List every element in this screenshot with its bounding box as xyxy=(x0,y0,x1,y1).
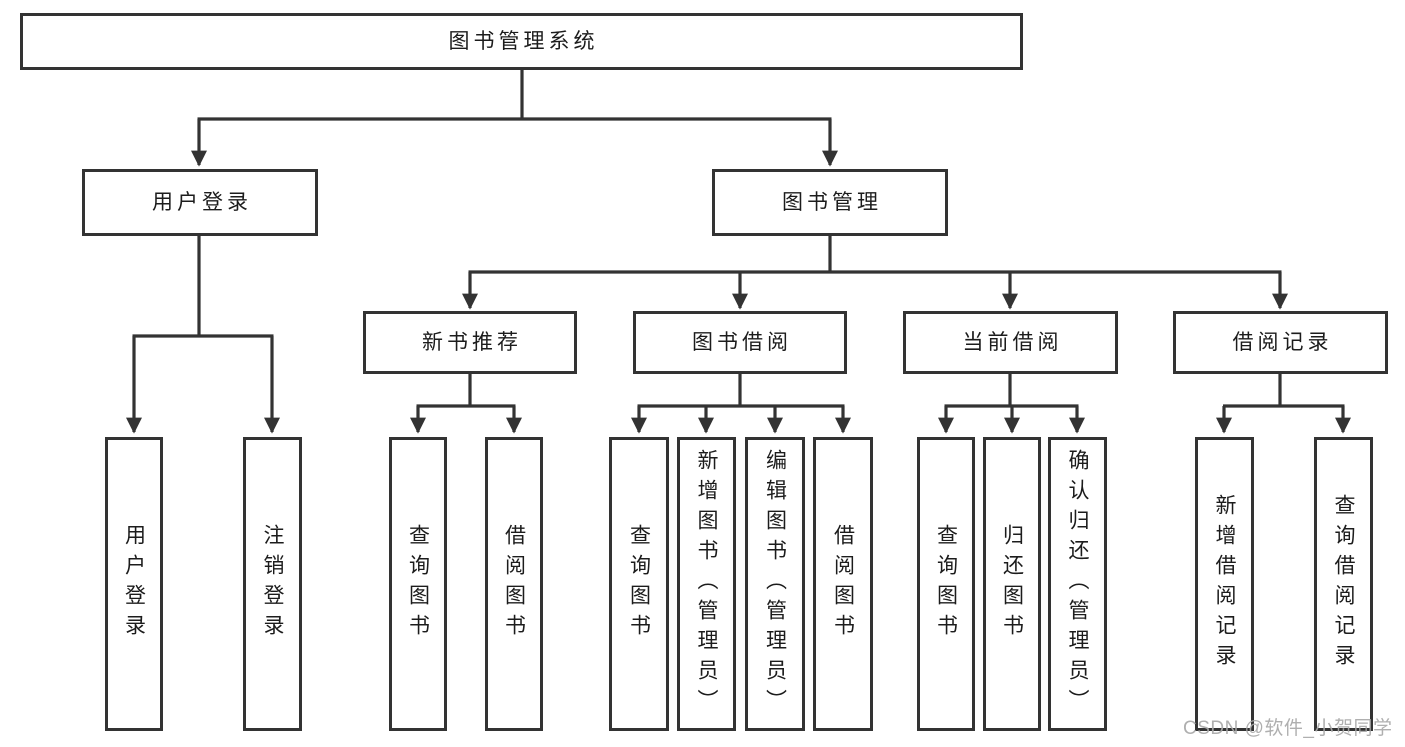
node-label: 借阅记录 xyxy=(1232,331,1333,354)
leaf-return-books: 归还图书 xyxy=(983,437,1041,731)
node-label: 归还图书 xyxy=(1000,524,1024,644)
node-borrow-records: 借阅记录 xyxy=(1173,311,1388,374)
node-label: 查询借阅记录 xyxy=(1332,494,1355,674)
node-label: 确认归还（管理员） xyxy=(1066,449,1089,719)
leaf-confirm-return-admin: 确认归还（管理员） xyxy=(1048,437,1107,731)
node-label: 借阅图书 xyxy=(502,524,526,644)
leaf-borrow-query-books: 查询图书 xyxy=(609,437,669,731)
leaf-newbook-query-books: 查询图书 xyxy=(389,437,447,731)
leaf-logout: 注销登录 xyxy=(243,437,302,731)
node-library-management-system: 图书管理系统 xyxy=(20,13,1023,70)
leaf-add-books-admin: 新增图书（管理员） xyxy=(677,437,736,731)
node-label: 编辑图书（管理员） xyxy=(763,449,787,719)
leaf-query-borrow-record: 查询借阅记录 xyxy=(1314,437,1373,731)
node-label: 新增借阅记录 xyxy=(1213,494,1236,674)
node-current-borrow: 当前借阅 xyxy=(903,311,1118,374)
node-label: 图书管理 xyxy=(782,191,882,214)
leaf-user-login: 用户登录 xyxy=(105,437,163,731)
node-new-book-recommend: 新书推荐 xyxy=(363,311,577,374)
node-book-management-branch: 图书管理 xyxy=(712,169,948,236)
node-label: 图书借阅 xyxy=(692,331,792,354)
leaf-edit-books-admin: 编辑图书（管理员） xyxy=(745,437,805,731)
node-label: 用户登录 xyxy=(122,524,146,644)
node-label: 查询图书 xyxy=(627,524,651,644)
leaf-newbook-borrow-books: 借阅图书 xyxy=(485,437,543,731)
node-label: 注销登录 xyxy=(261,524,284,644)
leaf-current-query-books: 查询图书 xyxy=(917,437,975,731)
node-label: 借阅图书 xyxy=(831,524,855,644)
node-label: 用户登录 xyxy=(152,191,252,214)
csdn-watermark: CSDN @软件_小贺同学 xyxy=(1183,718,1393,739)
node-label: 查询图书 xyxy=(406,524,430,644)
node-label: 新增图书（管理员） xyxy=(695,449,718,719)
node-label: 图书管理系统 xyxy=(448,30,599,53)
leaf-add-borrow-record: 新增借阅记录 xyxy=(1195,437,1254,731)
node-label: 新书推荐 xyxy=(422,331,522,354)
node-label: 查询图书 xyxy=(934,524,958,644)
leaf-borrow-books: 借阅图书 xyxy=(813,437,873,731)
node-label: 当前借阅 xyxy=(962,331,1063,354)
node-user-login-branch: 用户登录 xyxy=(82,169,318,236)
node-book-borrow: 图书借阅 xyxy=(633,311,847,374)
